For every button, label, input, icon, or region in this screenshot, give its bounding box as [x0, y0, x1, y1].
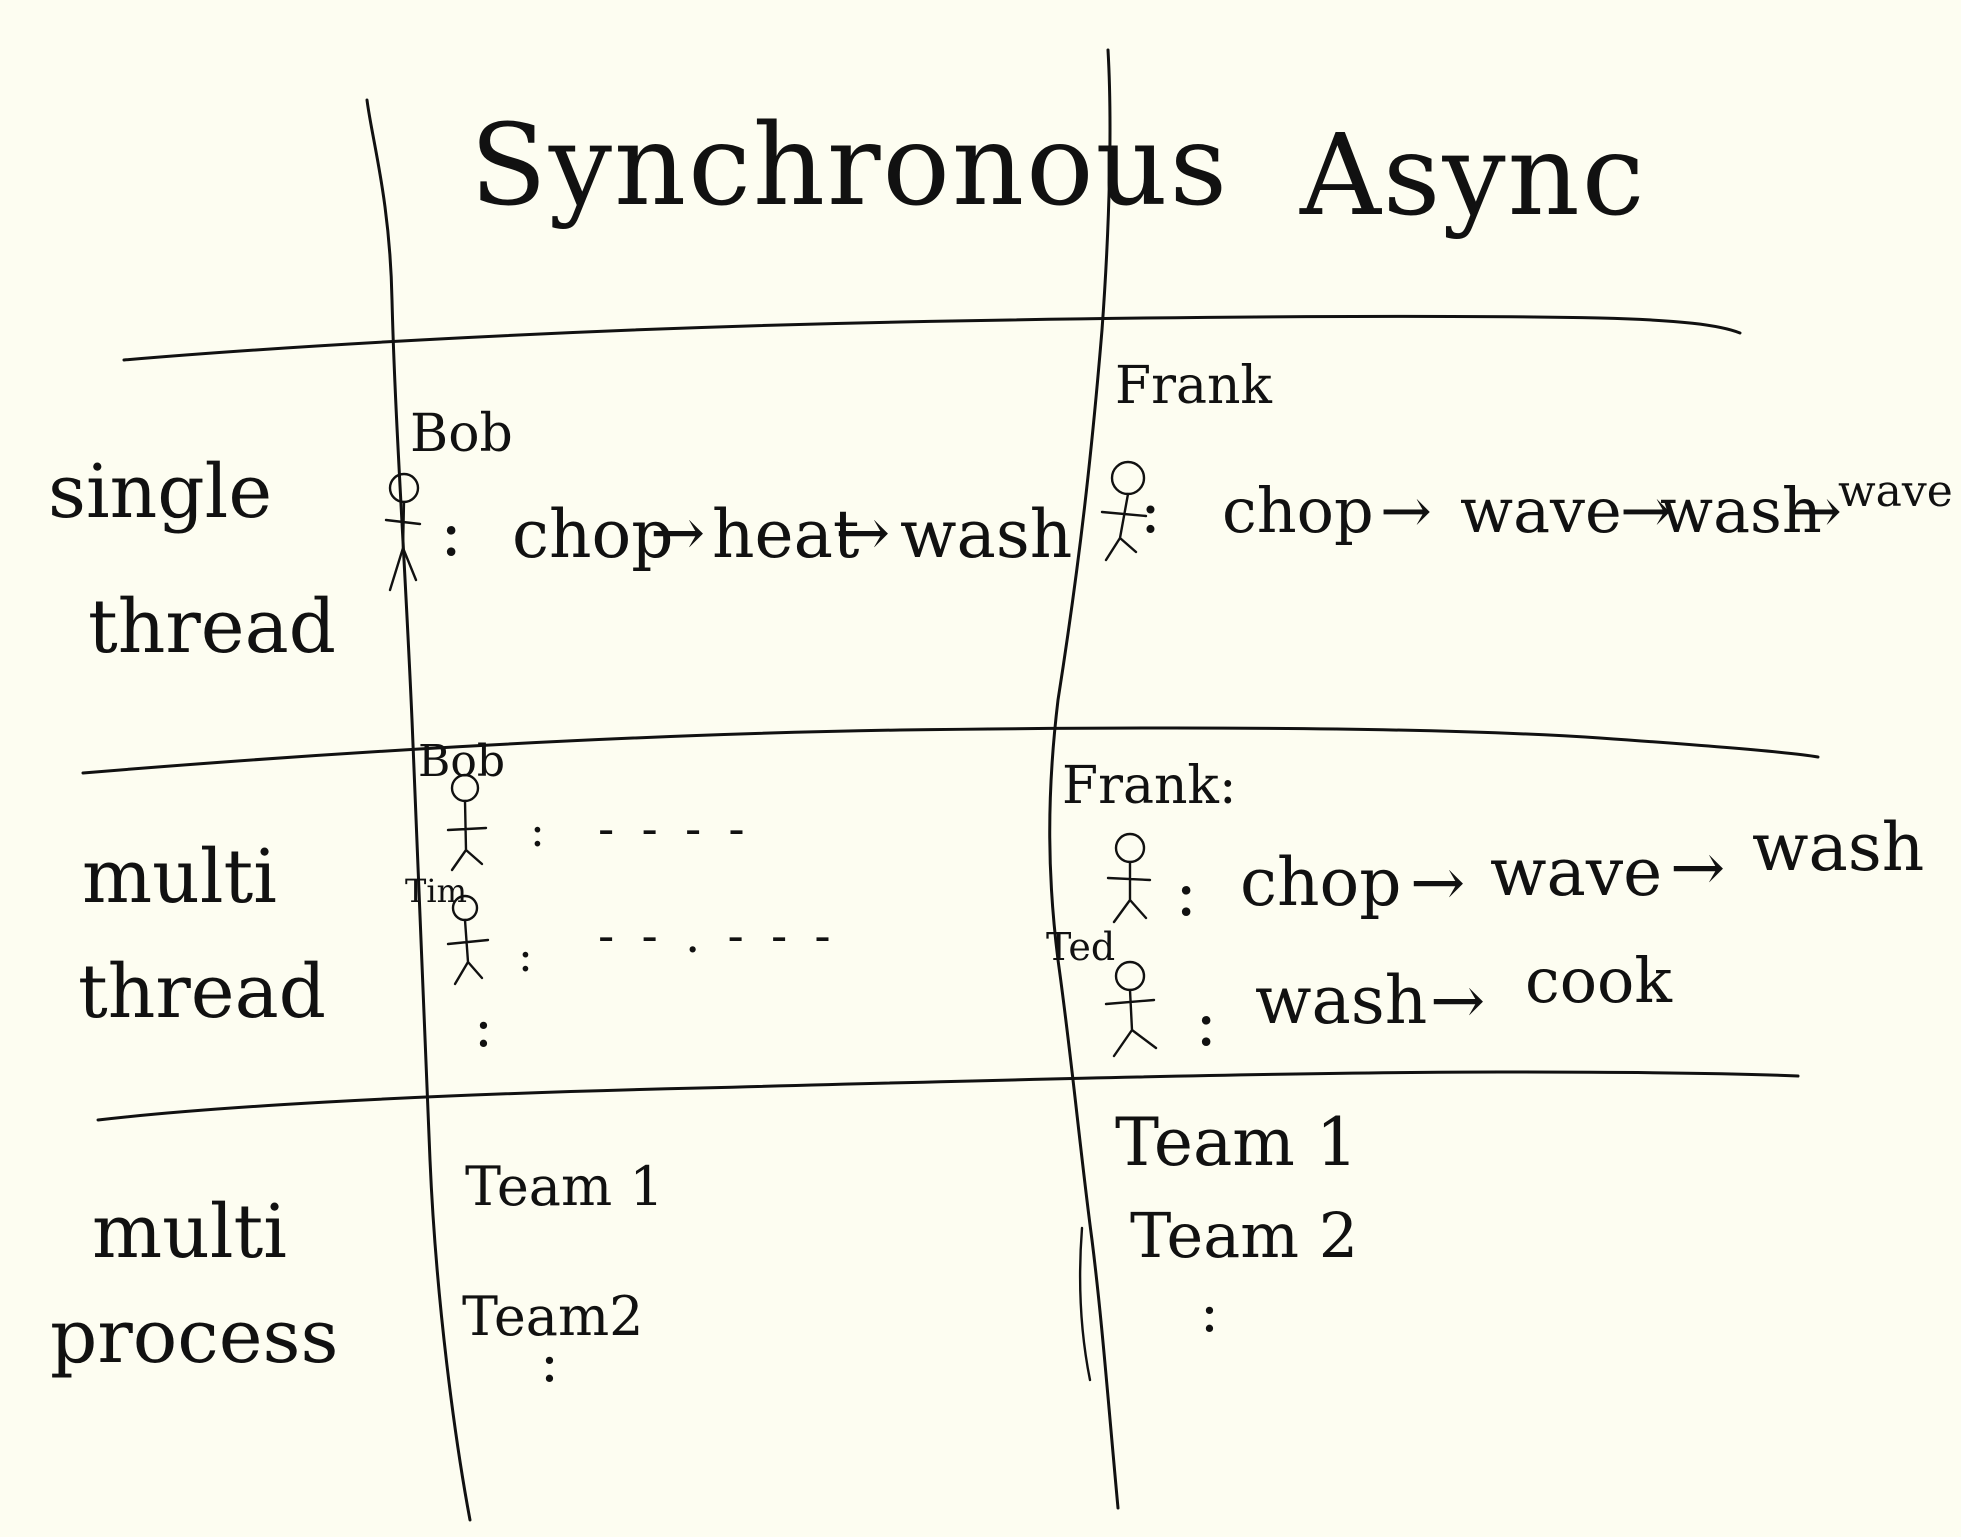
stick-figure-bob-multi: [446, 773, 488, 872]
worker-name-bob-multi: Bob: [418, 736, 505, 787]
worker-name-bob: Bob: [410, 404, 513, 464]
row-label-thread-1: thread: [88, 584, 337, 670]
arrow: →: [650, 494, 706, 571]
arrow: →: [1670, 829, 1726, 906]
worker-name-frank: Frank: [1115, 356, 1272, 416]
more-workers-ellipsis: :: [474, 995, 493, 1060]
worker-name-frank-multi: Frank:: [1062, 756, 1237, 816]
sync-step-heat: heat: [712, 496, 860, 573]
async-step-chop: chop: [1222, 474, 1374, 547]
sync-sep: :: [440, 494, 463, 571]
async-step-wave-1: wave: [1460, 474, 1622, 547]
arrow: →: [1380, 474, 1432, 547]
grid-line-vertical-middle: [1048, 48, 1120, 1510]
grid-line-vertical-left: [365, 98, 472, 1522]
header-synchronous: Synchronous: [470, 101, 1230, 231]
row-label-process: process: [50, 1294, 339, 1380]
sync-placeholder-bob: - - - -: [598, 801, 751, 857]
row-label-multi-2: multi: [92, 1189, 287, 1275]
sync-step-chop: chop: [512, 496, 674, 573]
async-more-teams-ellipsis: :: [1200, 1280, 1219, 1345]
async-step-chop-multi: chop: [1240, 844, 1402, 921]
sync-sep-tim: :: [518, 931, 533, 982]
sync-team-2: Team2: [462, 1285, 644, 1348]
sync-placeholder-tim: - - . - - -: [598, 908, 837, 964]
stick-figure-tim-multi: [446, 894, 490, 986]
sync-more-teams-ellipsis: :: [540, 1330, 559, 1395]
grid-line-horizontal-1: [122, 314, 1742, 362]
async-step-wash-ted: wash: [1255, 962, 1428, 1039]
stick-figure-ted-multi: [1104, 960, 1158, 1058]
async-step-wash-multi: wash: [1752, 809, 1925, 886]
async-step-wave-multi: wave: [1490, 834, 1663, 911]
stick-figure-frank-multi: [1106, 832, 1152, 924]
worker-name-ted: Ted: [1046, 925, 1116, 969]
arrow: →: [1430, 962, 1486, 1039]
sync-team-1: Team 1: [465, 1155, 664, 1218]
arrow: →: [1620, 474, 1672, 547]
row-label-single: single: [48, 449, 273, 535]
stick-figure-frank-single: [1100, 460, 1148, 562]
row-label-thread-2: thread: [78, 949, 327, 1035]
sync-sep-bob: :: [530, 806, 545, 857]
arrow: →: [835, 494, 891, 571]
row-label-multi-1: multi: [82, 834, 277, 920]
grid-line-horizontal-2: [81, 726, 1820, 775]
doodle-stroke: [1078, 1226, 1092, 1382]
header-async: Async: [1300, 111, 1647, 241]
sync-step-wash: wash: [900, 496, 1073, 573]
grid-line-horizontal-3: [96, 1070, 1800, 1122]
arrow: →: [1790, 474, 1842, 547]
async-sep: :: [1140, 474, 1161, 547]
async-team-1: Team 1: [1115, 1104, 1358, 1181]
async-sep-ted: :: [1195, 984, 1218, 1061]
async-step-wash: wash: [1660, 474, 1822, 547]
async-step-wave-2: wave: [1838, 466, 1953, 517]
stick-figure-bob-single: [384, 472, 422, 592]
arrow: →: [1410, 844, 1466, 921]
async-sep-frank: :: [1175, 854, 1198, 931]
worker-name-tim: Tim: [405, 872, 467, 910]
async-team-2: Team 2: [1130, 1199, 1359, 1272]
async-step-cook-ted: cook: [1525, 944, 1672, 1017]
